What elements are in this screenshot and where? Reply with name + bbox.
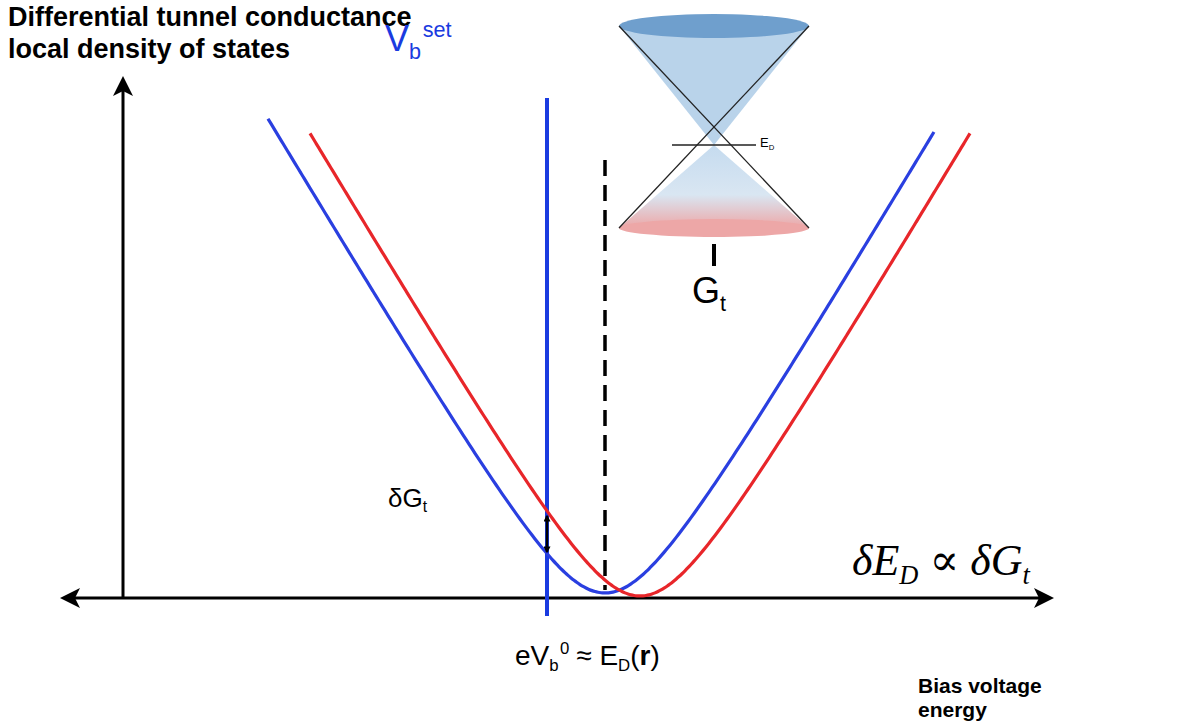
superscript: set [423,17,452,42]
label-text: Differential tunnel conductance [8,2,412,32]
label-text: G [692,270,720,311]
label-text: δG [388,483,423,513]
label-text: Bias voltage [918,674,1042,697]
label-text: δE [852,536,899,585]
superscript: 0 [560,639,569,658]
dirac-energy-dashed-line [603,160,607,590]
x-axis [64,597,1050,600]
y-axis [122,80,125,598]
subscript: t [720,291,726,316]
subscript: D [769,143,775,152]
y-axis-title: Differential tunnel conductance [8,2,412,33]
lower-dirac-cone [619,145,809,228]
dirac-point-line [672,144,756,145]
cone-edge [619,26,809,228]
conductance-label: Gt [692,270,726,311]
label-text: energy [918,698,987,721]
dirac-point-label: ED [760,136,774,151]
subscript: D [899,560,918,590]
label-text: ≈ E [576,640,618,671]
cone-bottom-ellipse [619,219,809,237]
cone-top-ellipse [619,14,809,38]
label-text: ) [650,640,659,671]
label-text: E [760,135,769,150]
red-conductance-curve [310,133,970,596]
conductance-curves [268,119,970,596]
label-text: r [640,640,651,671]
cone-tick [712,244,716,266]
bias-at-dirac-label: eVb0 ≈ ED(r) [515,640,660,672]
subscript: D [618,656,630,675]
label-text: ∝ δG [929,536,1022,585]
subscript: b [409,39,421,64]
proportionality-formula: δED ∝ δGt [852,536,1030,587]
delta-g-label: δGt [388,484,427,514]
label-text: V [385,18,409,59]
delta-g-arrow [546,516,549,552]
x-axis-title: Bias voltage [918,674,1042,698]
label-text: local density of states [8,34,290,64]
label-text: ( [630,640,639,671]
subscript: t [1022,560,1029,590]
subscript: b [549,656,558,675]
subscript: t [423,498,427,515]
x-axis-title: energy [918,698,987,721]
setpoint-label: Vbset [385,18,452,59]
y-axis-title: local density of states [8,34,290,65]
setpoint-line [545,98,549,616]
label-text: eV [515,640,549,671]
cone-edge [619,26,809,228]
